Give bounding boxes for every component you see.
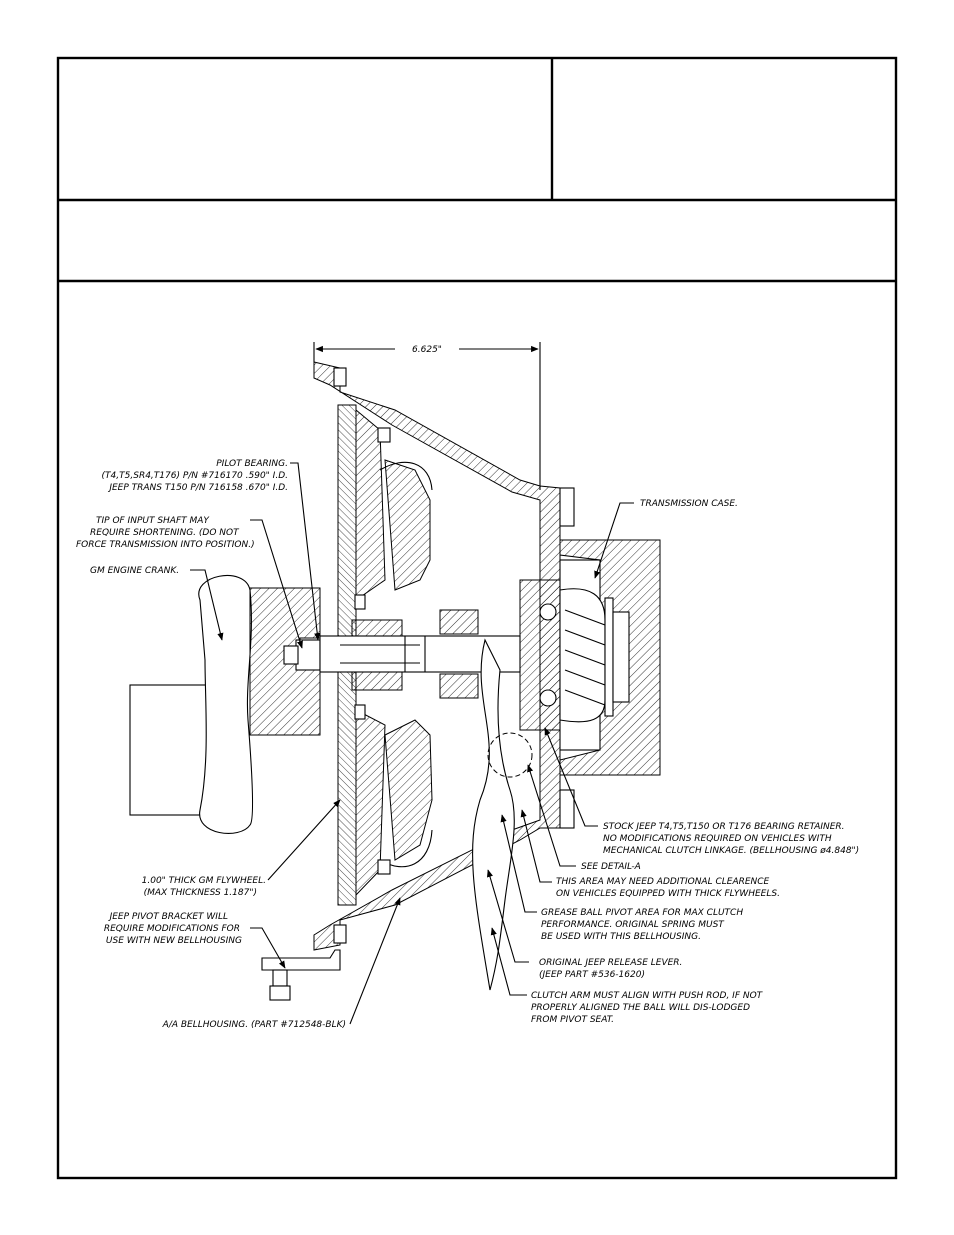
callout-transmission-case: TRANSMISSION CASE. — [640, 499, 738, 509]
callout-clearance: THIS AREA MAY NEED ADDITIONAL CLEARENCE … — [556, 877, 780, 899]
flywheel-hub — [249, 587, 321, 736]
title-block — [56, 56, 898, 1180]
callout-grease-2: PERFORMANCE. ORIGINAL SPRING MUST — [541, 920, 725, 930]
callout-pivot-bracket-3: USE WITH NEW BELLHOUSING — [106, 936, 242, 946]
callout-engine-crank: GM ENGINE CRANK. — [90, 566, 179, 576]
callout-bearing-retainer-2: NO MODIFICATIONS REQUIRED ON VEHICLES WI… — [603, 834, 832, 844]
callout-pilot-bearing-3: JEEP TRANS T150 P/N 716158 .670" I.D. — [107, 483, 288, 493]
callout-clutch-arm: CLUTCH ARM MUST ALIGN WITH PUSH ROD, IF … — [531, 991, 764, 1025]
callout-bellhousing-1: A/A BELLHOUSING. (PART #712548-BLK) — [162, 1020, 346, 1030]
callout-pilot-bearing: PILOT BEARING. (T4,T5,SR4,T176) P/N #716… — [102, 459, 288, 493]
callout-input-shaft: TIP OF INPUT SHAFT MAY REQUIRE SHORTENIN… — [76, 516, 255, 550]
callout-bearing-retainer: STOCK JEEP T4,T5,T150 OR T176 BEARING RE… — [603, 822, 859, 856]
callout-transmission-case-1: TRANSMISSION CASE. — [640, 499, 738, 509]
pivot-bracket — [261, 949, 341, 1001]
callout-flywheel-1: 1.00" THICK GM FLYWHEEL. — [142, 876, 266, 886]
callout-input-shaft-1: TIP OF INPUT SHAFT MAY — [96, 516, 210, 526]
callout-pilot-bearing-1: PILOT BEARING. — [216, 459, 288, 469]
callout-release-lever: ORIGINAL JEEP RELEASE LEVER. (JEEP PART … — [539, 958, 682, 980]
leader-lines — [190, 462, 634, 1025]
dimension-label: 6.625" — [412, 345, 442, 355]
callout-flywheel-2: (MAX THICKNESS 1.187") — [144, 888, 257, 898]
callout-clutch-arm-2: PROPERLY ALIGNED THE BALL WILL DIS-LODGE… — [531, 1003, 750, 1013]
callout-clearance-2: ON VEHICLES EQUIPPED WITH THICK FLYWHEEL… — [556, 889, 780, 899]
callout-clutch-arm-3: FROM PIVOT SEAT. — [531, 1015, 614, 1025]
pressure-plate — [354, 427, 433, 875]
callout-flywheel: 1.00" THICK GM FLYWHEEL. (MAX THICKNESS … — [142, 876, 266, 898]
callout-bearing-retainer-3: MECHANICAL CLUTCH LINKAGE. (BELLHOUSING … — [603, 846, 859, 856]
callout-detail: SEE DETAIL-A — [581, 862, 641, 872]
callout-input-shaft-2: REQUIRE SHORTENING. (DO NOT — [90, 528, 240, 538]
callout-grease: GREASE BALL PIVOT AREA FOR MAX CLUTCH PE… — [541, 908, 743, 942]
callout-engine-crank-1: GM ENGINE CRANK. — [90, 566, 179, 576]
callout-clearance-1: THIS AREA MAY NEED ADDITIONAL CLEARENCE — [556, 877, 770, 887]
callout-pilot-bearing-2: (T4,T5,SR4,T176) P/N #716170 .590" I.D. — [102, 471, 288, 481]
callout-release-lever-1: ORIGINAL JEEP RELEASE LEVER. — [539, 958, 682, 968]
callout-input-shaft-3: FORCE TRANSMISSION INTO POSITION.) — [76, 540, 255, 550]
callout-grease-1: GREASE BALL PIVOT AREA FOR MAX CLUTCH — [541, 908, 743, 918]
callout-release-lever-2: (JEEP PART #536-1620) — [539, 970, 645, 980]
release-lever — [472, 638, 533, 991]
callout-bearing-retainer-1: STOCK JEEP T4,T5,T150 OR T176 BEARING RE… — [603, 822, 845, 832]
callout-detail-1: SEE DETAIL-A — [581, 862, 641, 872]
transmission-case — [519, 539, 661, 776]
callout-pivot-bracket: JEEP PIVOT BRACKET WILL REQUIRE MODIFICA… — [104, 912, 242, 946]
engine-crank — [129, 575, 254, 834]
bellhousing — [313, 361, 575, 951]
callout-pivot-bracket-1: JEEP PIVOT BRACKET WILL — [108, 912, 228, 922]
dimension-line: 6.625" — [313, 341, 541, 490]
callout-pivot-bracket-2: REQUIRE MODIFICATIONS FOR — [104, 924, 240, 934]
callout-clutch-arm-1: CLUTCH ARM MUST ALIGN WITH PUSH ROD, IF … — [531, 991, 764, 1001]
callout-grease-3: BE USED WITH THIS BELLHOUSING. — [541, 932, 701, 942]
callout-bellhousing: A/A BELLHOUSING. (PART #712548-BLK) — [162, 1020, 346, 1030]
